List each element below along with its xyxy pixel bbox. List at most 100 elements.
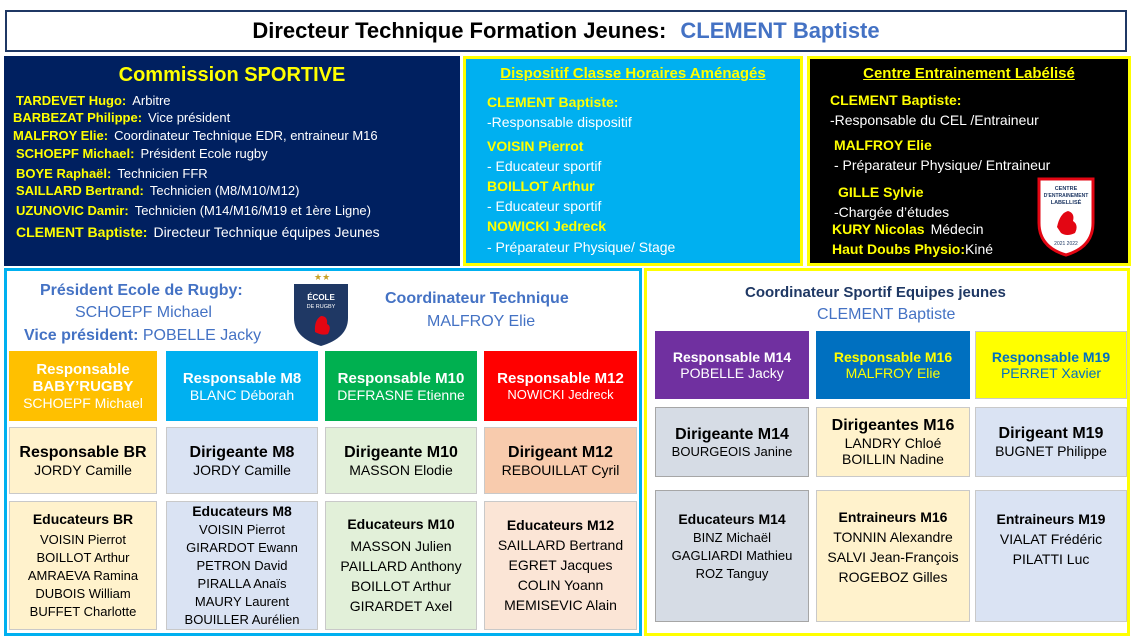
commission-member: SAILLARD Bertrand:Technicien (M8/M10/M12…: [16, 183, 300, 198]
card-title: Entraineurs M19: [996, 511, 1106, 527]
commission-sportive-panel: Commission SPORTIVE: [4, 56, 460, 266]
page-title: Directeur Technique Formation Jeunes: CL…: [5, 10, 1127, 52]
card-title: Educateurs M8: [192, 502, 292, 519]
card-name: MASSON Elodie: [349, 461, 453, 478]
cha-line: BOILLOT Arthur: [487, 178, 595, 194]
president-name: SCHOEPF Michael: [75, 304, 212, 321]
commission-member: BOYE Raphaël:Technicien FFR: [16, 166, 208, 181]
cel-line: Haut Doubs Physio:Kiné: [832, 241, 994, 257]
commission-member: UZUNOVIC Damir:Technicien (M14/M16/M19 e…: [16, 203, 371, 218]
card-name: BLANC Déborah: [189, 386, 295, 403]
responsable-baby-rugby-card: Responsable BABY’RUGBY SCHOEPF Michael: [9, 351, 157, 421]
vp-line: Vice président: POBELLE Jacky: [24, 327, 262, 344]
responsable-br-card: Responsable BR JORDY Camille: [9, 427, 157, 494]
classe-horaires-panel: Dispositif Classe Horaires Aménagés: [463, 56, 803, 266]
commission-title: Commission SPORTIVE: [118, 64, 346, 86]
page-title-label: Directeur Technique Formation Jeunes:: [252, 18, 667, 43]
card-name: EGRET Jacques: [508, 556, 613, 573]
entraineurs-m16-card: Entraineurs M16 TONNIN Alexandre SALVI J…: [816, 490, 970, 622]
svg-text:LABELLISÉ: LABELLISÉ: [1051, 198, 1082, 206]
card-title: Dirigeante M10: [344, 443, 458, 461]
educateurs-m12-card: Educateurs M12 SAILLARD Bertrand EGRET J…: [484, 501, 637, 630]
card-name: TONNIN Alexandre: [833, 529, 953, 545]
card-name: BINZ Michaël: [692, 530, 772, 545]
card-title: Educateurs M12: [506, 516, 615, 533]
card-name: BUFFET Charlotte: [29, 603, 137, 619]
dirigeant-m19-card: Dirigeant M19 BUGNET Philippe: [975, 407, 1127, 477]
card-title: Educateurs BR: [32, 510, 134, 527]
svg-text:ÉCOLE: ÉCOLE: [307, 293, 335, 302]
card-title: Dirigeante M8: [189, 443, 295, 461]
card-title: Responsable M16: [833, 349, 953, 365]
cha-title: Dispositif Classe Horaires Aménagés: [500, 65, 766, 82]
dirigeantes-m16-card: Dirigeantes M16 LANDRY Chloé BOILLIN Nad…: [816, 407, 970, 477]
card-title: Responsable M8: [182, 369, 302, 387]
cha-line: CLEMENT Baptiste:: [487, 94, 619, 110]
responsable-m16-card: Responsable M16 MALFROY Elie: [816, 331, 970, 399]
svg-text:D'ENTRAINEMENT: D'ENTRAINEMENT: [1044, 193, 1089, 199]
card-title: Dirigeante M14: [675, 425, 789, 443]
ecole-de-rugby-logo-icon: ★★ ÉCOLE DE RUGBY: [294, 273, 348, 346]
card-title: Responsable BR: [19, 443, 147, 461]
card-name: VIALAT Frédéric: [999, 531, 1103, 547]
commission-member: MALFROY Elie:Coordinateur Technique EDR,…: [13, 128, 378, 143]
card-title: Responsable M19: [991, 349, 1111, 365]
card-name: MALFROY Elie: [845, 365, 941, 381]
dirigeante-m10-card: Dirigeante M10 MASSON Elodie: [325, 427, 477, 494]
card-name: AMRAEVA Ramina: [27, 567, 139, 583]
card-name: BOUILLER Aurélien: [184, 611, 300, 627]
card-name: SALVI Jean-François: [827, 549, 959, 565]
card-title: Educateurs M14: [678, 511, 786, 527]
card-name: JORDY Camille: [34, 461, 132, 478]
responsable-m10-card: Responsable M10 DEFRASNE Etienne: [325, 351, 477, 421]
educateurs-m14-card: Educateurs M14 BINZ Michaël GAGLIARDI Ma…: [655, 490, 809, 622]
card-name: REBOUILLAT Cyril: [501, 461, 620, 478]
card-name: MEMISEVIC Alain: [504, 596, 617, 613]
csej-title: Coordinateur Sportif Equipes jeunes: [745, 284, 1006, 301]
card-name: JORDY Camille: [193, 461, 291, 478]
card-name: BUGNET Philippe: [995, 443, 1107, 459]
entraineurs-m19-card: Entraineurs M19 VIALAT Frédéric PILATTI …: [975, 490, 1127, 622]
card-name: DEFRASNE Etienne: [337, 386, 465, 403]
card-name: BOILLIN Nadine: [842, 451, 944, 467]
cel-line: CLEMENT Baptiste:: [830, 92, 962, 108]
card-name: GIRARDOT Ewann: [186, 539, 298, 555]
cha-line: -Responsable dispositif: [487, 114, 632, 130]
card-title: Dirigeantes M16: [831, 417, 955, 434]
card-name: BOILLOT Arthur: [350, 577, 452, 594]
cel-line: -Responsable du CEL /Entraineur: [830, 112, 1039, 128]
cel-label-badge-icon: CENTRE D'ENTRAINEMENT LABELLISÉ 2021 202…: [1037, 177, 1095, 257]
card-name: PILATTI Luc: [1012, 551, 1090, 567]
card-name: PAILLARD Anthony: [340, 557, 462, 574]
president-label: Président Ecole de Rugby:: [40, 282, 243, 299]
card-title: Responsable M14: [672, 349, 792, 365]
responsable-m14-card: Responsable M14 POBELLE Jacky: [655, 331, 809, 399]
svg-text:2021 2022: 2021 2022: [1054, 241, 1078, 247]
card-title: Entraineurs M16: [838, 509, 948, 525]
card-name: VOISIN Pierrot: [199, 521, 285, 537]
commission-member: SCHOEPF Michael:Président Ecole rugby: [16, 146, 268, 161]
card-title: Responsable M10: [337, 369, 465, 387]
page-title-name: CLEMENT Baptiste: [680, 18, 880, 43]
cha-line: NOWICKI Jedreck: [487, 218, 607, 234]
card-title: Responsable M12: [497, 370, 624, 387]
cel-line: MALFROY Elie: [834, 137, 932, 153]
commission-member: CLEMENT Baptiste:Directeur Technique équ…: [16, 224, 380, 240]
card-name: POBELLE Jacky: [680, 365, 784, 381]
commission-member: BARBEZAT Philippe:Vice président: [13, 110, 231, 125]
card-name: MASSON Julien: [350, 537, 452, 554]
cha-line: VOISIN Pierrot: [487, 138, 584, 154]
svg-text:CENTRE: CENTRE: [1055, 186, 1078, 192]
card-name: PIRALLA Anaïs: [197, 575, 287, 591]
cel-line: GILLE Sylvie: [838, 184, 924, 200]
card-name: NOWICKI Jedreck: [507, 387, 614, 402]
card-name: PETRON David: [196, 557, 288, 573]
card-name: GAGLIARDI Mathieu: [671, 548, 793, 563]
educateurs-m10-card: Educateurs M10 MASSON Julien PAILLARD An…: [325, 501, 477, 630]
card-name: BOILLOT Arthur: [36, 549, 130, 565]
card-title: Dirigeant M12: [508, 443, 613, 461]
coordinateur-technique-name: MALFROY Elie: [427, 313, 536, 330]
svg-text:★★: ★★: [314, 273, 330, 283]
cha-line: - Educateur sportif: [487, 198, 602, 214]
